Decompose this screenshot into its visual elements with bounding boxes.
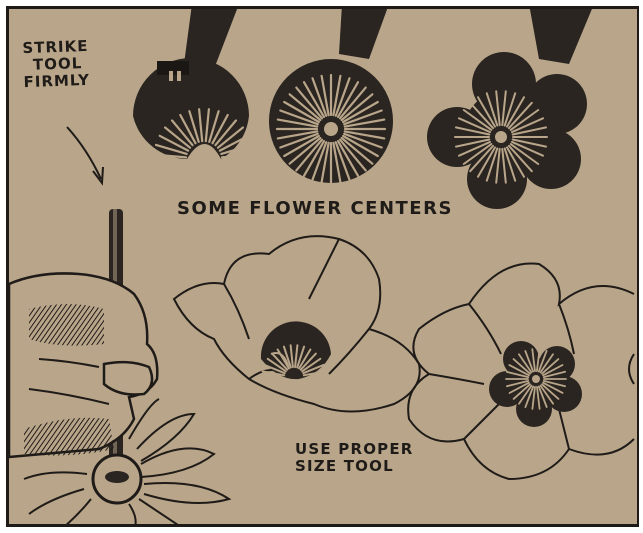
caption-line: SIZE TOOL (295, 458, 414, 475)
flower-center-tool-1 (133, 9, 254, 159)
flower-center-tool-3 (427, 9, 594, 209)
flower-centers-caption: SOME FLOWER CENTERS (177, 199, 453, 219)
stamped-center-right (489, 341, 582, 427)
strike-tool-caption: STRIKE TOOL FIRMLY (22, 38, 90, 91)
proper-size-caption: USE PROPER SIZE TOOL (295, 441, 414, 475)
caption-line: FIRMLY (23, 71, 90, 90)
flower-center-tool-2 (269, 9, 393, 183)
caption-line: USE PROPER (295, 441, 414, 458)
illustration-panel: STRIKE TOOL FIRMLY SOME FLOWER CENTERS U… (6, 6, 639, 527)
hand-with-tool (9, 209, 157, 503)
